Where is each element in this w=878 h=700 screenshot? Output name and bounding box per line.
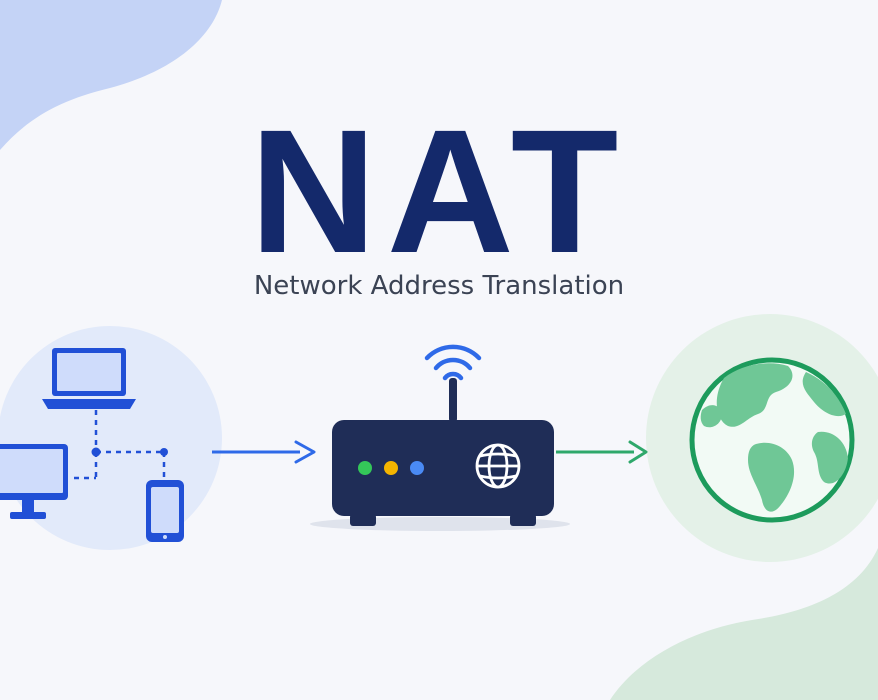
router-icon (332, 420, 554, 526)
globe-icon (475, 443, 521, 489)
earth-globe-icon (689, 357, 855, 523)
private-network-links (74, 410, 166, 480)
router-antenna (449, 378, 457, 422)
router-led-blue (410, 461, 424, 475)
router-led-yellow (384, 461, 398, 475)
router-to-public-arrow (556, 440, 648, 464)
network-junction-dot-right (160, 448, 168, 456)
page-subtitle: Network Address Translation (253, 271, 625, 301)
router-led-green (358, 461, 372, 475)
page-title: NAT (249, 94, 629, 290)
wifi-icon (424, 344, 482, 381)
smartphone-icon (146, 480, 184, 542)
desktop-monitor-icon (0, 444, 68, 519)
top-left-decorative-blob (0, 0, 222, 150)
bottom-right-decorative-blob (610, 548, 878, 700)
network-junction-dot (91, 447, 101, 457)
laptop-icon (42, 348, 136, 409)
private-to-router-arrow (212, 440, 316, 464)
